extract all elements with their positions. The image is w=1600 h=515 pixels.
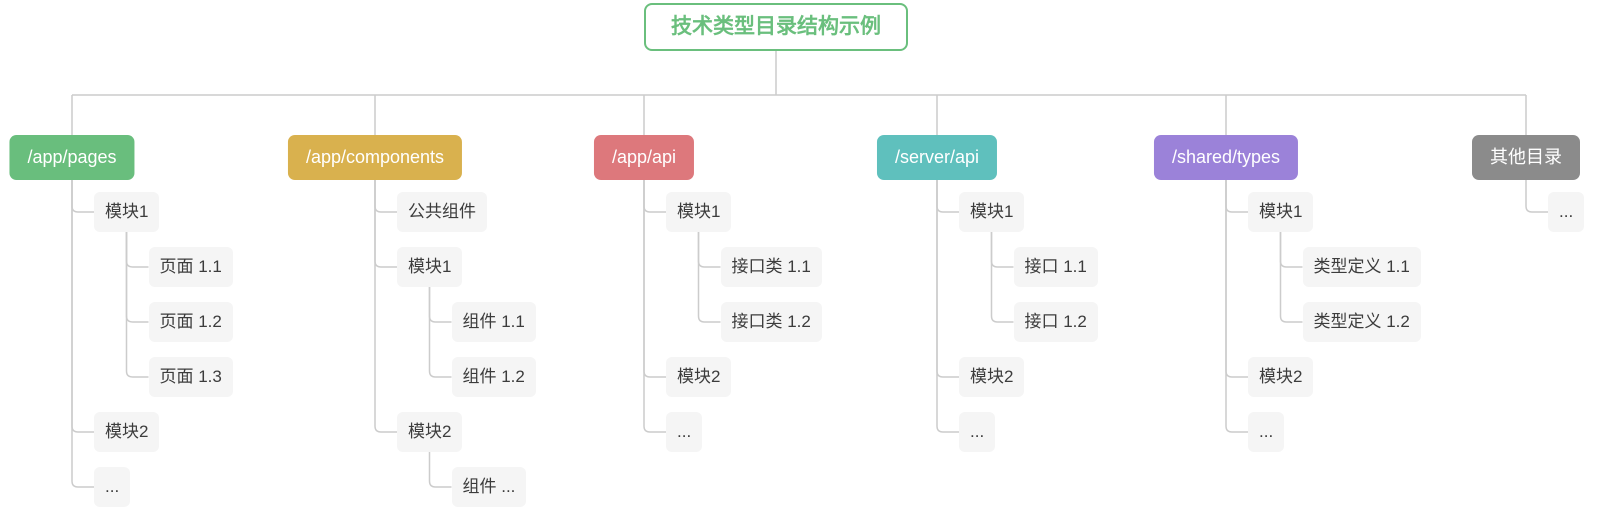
child-connector — [71, 180, 94, 488]
tree-node[interactable]: 接口类 1.2 — [720, 302, 822, 342]
tree-node[interactable]: 页面 1.3 — [148, 357, 233, 397]
child-connector — [643, 180, 666, 213]
child-connector — [1225, 180, 1248, 213]
tree-node[interactable]: 接口 1.1 — [1013, 247, 1098, 287]
tree-node[interactable]: 模块1 — [397, 247, 463, 287]
tree-node[interactable]: 组件 ... — [451, 467, 527, 507]
tree-node[interactable]: 页面 1.2 — [148, 302, 233, 342]
tree-node[interactable]: ... — [959, 412, 996, 452]
tree-node[interactable]: 模块1 — [666, 192, 732, 232]
child-connector — [1525, 180, 1548, 213]
tree-node[interactable]: 组件 1.1 — [451, 302, 536, 342]
branch-node[interactable]: /app/api — [593, 135, 695, 180]
branch-node[interactable]: /app/components — [287, 135, 463, 180]
child-connector — [697, 232, 721, 323]
child-connector — [1279, 232, 1303, 268]
child-connector — [990, 232, 1014, 323]
child-connector — [990, 232, 1014, 268]
branch-node[interactable]: /server/api — [876, 135, 998, 180]
child-connector — [1225, 180, 1248, 433]
tree-node[interactable]: 模块2 — [666, 357, 732, 397]
child-connector — [125, 232, 149, 378]
tree-node[interactable]: 组件 1.2 — [451, 357, 536, 397]
child-connector — [374, 180, 397, 213]
branch-node[interactable]: 其他目录 — [1472, 135, 1580, 180]
child-connector — [643, 180, 666, 433]
branch-node[interactable]: /shared/types — [1153, 135, 1299, 180]
tree-node[interactable]: 接口类 1.1 — [720, 247, 822, 287]
child-connector — [71, 180, 94, 433]
tree-node[interactable]: ... — [1248, 412, 1285, 452]
branch-node[interactable]: /app/pages — [9, 135, 135, 180]
tree-node[interactable]: 模块1 — [94, 192, 160, 232]
child-connector — [936, 180, 959, 213]
child-connector — [71, 180, 94, 213]
root-node[interactable]: 技术类型目录结构示例 — [644, 3, 908, 51]
tree-node[interactable]: ... — [1548, 192, 1585, 232]
child-connector — [125, 232, 149, 323]
child-connector — [428, 452, 452, 488]
child-connector — [697, 232, 721, 268]
tree-node[interactable]: 类型定义 1.2 — [1302, 302, 1421, 342]
tree-node[interactable]: 类型定义 1.1 — [1302, 247, 1421, 287]
tree-node[interactable]: 模块1 — [959, 192, 1025, 232]
tree-node[interactable]: ... — [666, 412, 703, 452]
child-connector — [643, 180, 666, 378]
child-connector — [428, 287, 452, 323]
child-connector — [1225, 180, 1248, 378]
tree-node[interactable]: 模块2 — [94, 412, 160, 452]
child-connector — [936, 180, 959, 378]
harness-connector — [71, 51, 1527, 135]
tree-node[interactable]: 公共组件 — [397, 192, 487, 232]
child-connector — [125, 232, 149, 268]
tree-node[interactable]: 模块1 — [1248, 192, 1314, 232]
tree-node[interactable]: 接口 1.2 — [1013, 302, 1098, 342]
child-connector — [374, 180, 397, 268]
child-connector — [428, 287, 452, 378]
tree-node[interactable]: 模块2 — [397, 412, 463, 452]
tree-node[interactable]: ... — [94, 467, 131, 507]
tree-node[interactable]: 页面 1.1 — [148, 247, 233, 287]
child-connector — [374, 180, 397, 433]
tree-node[interactable]: 模块2 — [1248, 357, 1314, 397]
tree-node[interactable]: 模块2 — [959, 357, 1025, 397]
child-connector — [936, 180, 959, 433]
child-connector — [1279, 232, 1303, 323]
